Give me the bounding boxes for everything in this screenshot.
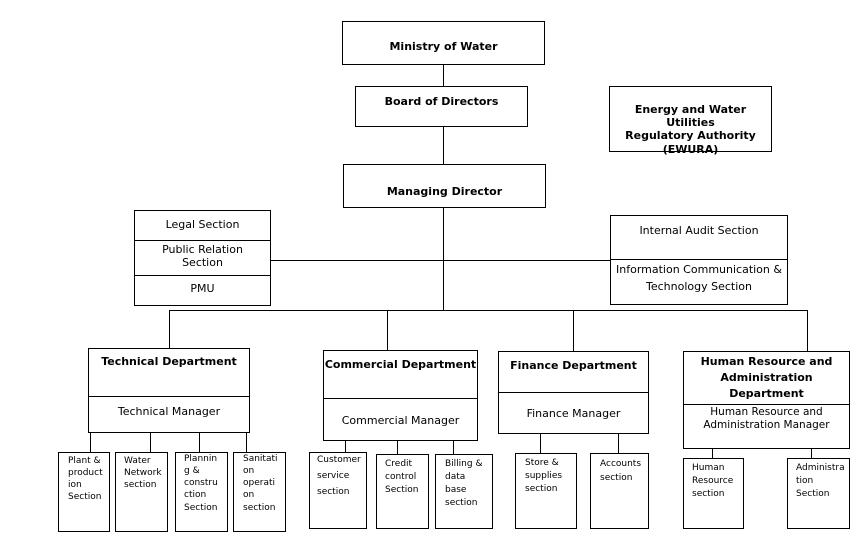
- plant-production-section-box: Plant & product ion Section: [58, 452, 110, 532]
- ewura-label: Energy and Water Utilities Regulatory Au…: [625, 103, 756, 156]
- hr-department-box: Human Resource and Administration Depart…: [683, 351, 850, 449]
- connector-finance: [573, 310, 574, 351]
- public-relation-label: Public Relation Section: [162, 243, 243, 270]
- divider: [684, 404, 849, 405]
- divider: [89, 396, 249, 397]
- divider: [499, 392, 648, 393]
- divider: [611, 259, 787, 260]
- pmu-label: PMU: [190, 282, 215, 295]
- connector-technical: [169, 310, 170, 348]
- connector-departments-horizontal: [169, 310, 807, 311]
- connector-md-trunk: [443, 207, 444, 311]
- accounts-section-label: Accounts section: [600, 459, 642, 484]
- technical-department-label: Technical Department: [101, 355, 237, 368]
- finance-department-box: Finance Department Finance Manager: [498, 351, 649, 434]
- billing-database-section-box: Billing & data base section: [435, 454, 493, 529]
- legal-section-label: Legal Section: [165, 218, 240, 231]
- left-sections-box: Legal Section Public Relation Section PM…: [134, 210, 271, 306]
- board-label: Board of Directors: [384, 95, 499, 108]
- finance-manager-label: Finance Manager: [526, 407, 621, 420]
- technical-department-box: Technical Department Technical Manager: [88, 348, 250, 433]
- hr-manager-label: Human Resource and Administration Manage…: [703, 406, 830, 431]
- ministry-box: Ministry of Water: [342, 21, 545, 65]
- store-supplies-section-box: Store & supplies section: [515, 453, 577, 529]
- planning-construction-section-label: Plannin g & constru ction Section: [184, 454, 218, 513]
- administration-section-label: Administra tion Section: [796, 463, 845, 500]
- water-network-section-box: Water Network section: [115, 452, 168, 532]
- store-supplies-section-label: Store & supplies section: [525, 458, 563, 495]
- administration-section-box: Administra tion Section: [787, 458, 850, 529]
- connector-comm-s3: [453, 440, 454, 454]
- connector-commercial: [387, 310, 388, 350]
- connector-fin-s1: [540, 433, 541, 453]
- commercial-department-label: Commercial Department: [324, 358, 477, 371]
- commercial-department-box: Commercial Department Commercial Manager: [323, 350, 478, 441]
- connector-hr: [807, 310, 808, 351]
- billing-database-section-label: Billing & data base section: [445, 459, 483, 509]
- credit-control-section-label: Credit control Section: [385, 459, 419, 496]
- planning-construction-section-box: Plannin g & constru ction Section: [175, 452, 228, 532]
- hr-department-label: Human Resource and Administration Depart…: [700, 355, 833, 400]
- connector-comm-s1: [345, 440, 346, 454]
- divider: [324, 398, 477, 399]
- credit-control-section-box: Credit control Section: [376, 454, 429, 529]
- connector-hr-s1: [712, 448, 713, 458]
- customer-service-section-label: Customer service section: [317, 455, 361, 497]
- human-resource-section-label: Human Resource section: [692, 463, 734, 500]
- technical-manager-label: Technical Manager: [117, 405, 221, 418]
- connector-tech-s1: [90, 432, 91, 452]
- connector-sections-horizontal: [270, 260, 611, 261]
- accounts-section-box: Accounts section: [590, 453, 649, 529]
- ict-section-label: Information Communication & Technology S…: [616, 263, 782, 294]
- connector-hr-s2: [811, 448, 812, 458]
- connector-ministry-board: [443, 64, 444, 86]
- connector-tech-s3: [199, 432, 200, 452]
- human-resource-section-box: Human Resource section: [683, 458, 744, 529]
- connector-fin-s2: [618, 433, 619, 453]
- divider: [135, 275, 270, 276]
- ewura-box: Energy and Water Utilities Regulatory Au…: [609, 86, 772, 156]
- md-box: Managing Director: [343, 164, 546, 208]
- sanitation-operation-section-label: Sanitati on operati on section: [243, 454, 278, 513]
- plant-production-section-label: Plant & product ion Section: [68, 456, 103, 503]
- connector-board-md: [443, 126, 444, 164]
- finance-department-label: Finance Department: [510, 359, 637, 372]
- connector-comm-s2: [397, 440, 398, 454]
- ministry-label: Ministry of Water: [389, 40, 498, 53]
- right-sections-box: Internal Audit Section Information Commu…: [610, 215, 788, 305]
- customer-service-section-box: Customer service section: [309, 452, 367, 529]
- connector-tech-s2: [150, 432, 151, 452]
- board-box: Board of Directors: [355, 86, 528, 127]
- sanitation-operation-section-box: Sanitati on operati on section: [233, 452, 286, 532]
- connector-tech-s4: [246, 432, 247, 452]
- water-network-section-label: Water Network section: [124, 456, 162, 491]
- internal-audit-label: Internal Audit Section: [639, 224, 759, 237]
- commercial-manager-label: Commercial Manager: [341, 414, 460, 427]
- divider: [135, 240, 270, 241]
- md-label: Managing Director: [386, 185, 503, 198]
